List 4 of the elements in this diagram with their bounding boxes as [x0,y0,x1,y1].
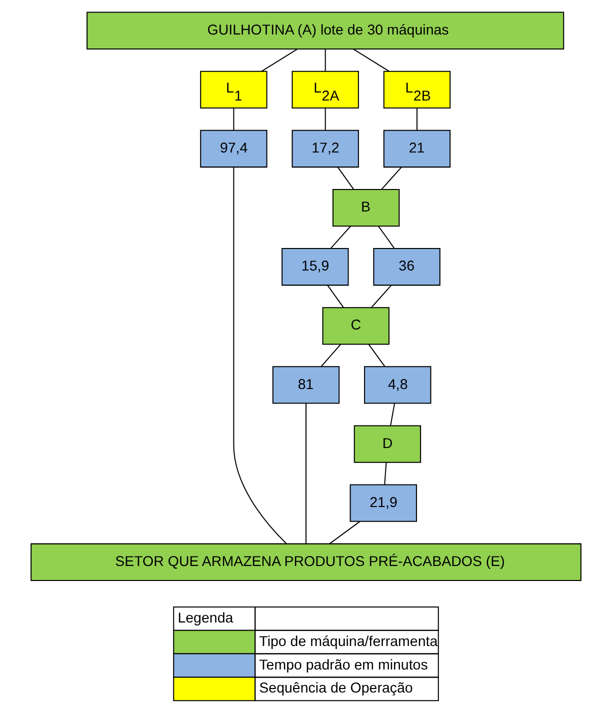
legend-label: Sequência de Operação [258,680,412,697]
label: Legenda [177,610,233,626]
legend-label: Tempo padrão em minutos [258,657,428,674]
legend-label: Tipo de máquina/ferramenta [258,634,438,650]
